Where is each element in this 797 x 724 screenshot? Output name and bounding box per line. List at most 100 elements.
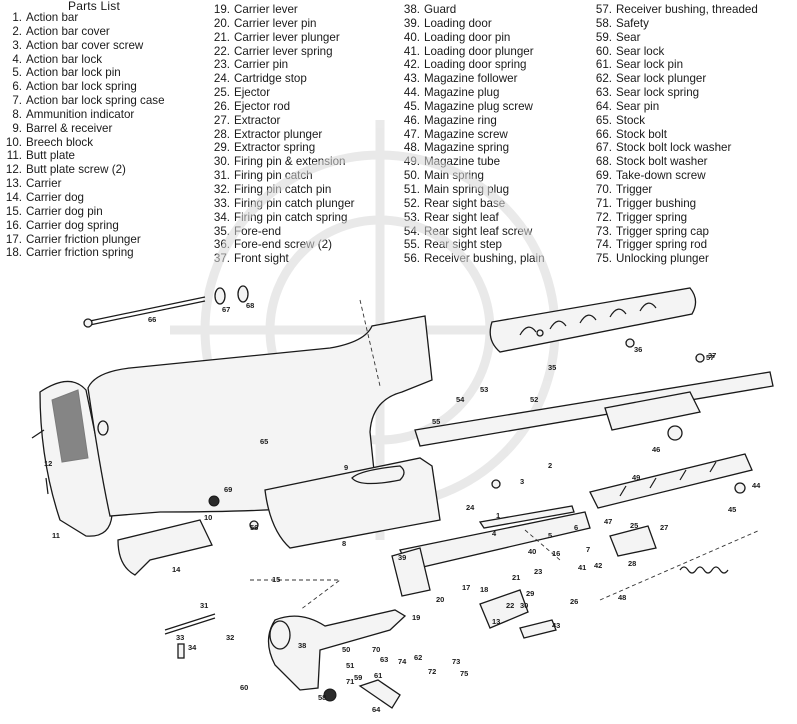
parts-list-item: 45.Magazine plug screw <box>396 100 545 114</box>
part-number: 58. <box>595 16 612 30</box>
part-name: Sear lock plunger <box>616 72 707 86</box>
part-number: 61. <box>595 58 612 72</box>
part-name: Fore-end screw (2) <box>234 238 332 252</box>
callout-label: 12 <box>44 459 52 468</box>
part-name: Trigger <box>616 182 653 196</box>
parts-list-item: 16.Carrier dog spring <box>0 219 165 233</box>
part-name: Carrier dog <box>26 190 84 204</box>
part-name: Rear sight base <box>424 196 506 210</box>
part-name: Rear sight step <box>424 238 502 252</box>
parts-list-item: 2.Action bar cover <box>0 25 165 39</box>
part-name: Carrier lever <box>234 3 298 16</box>
callout-label: 51 <box>346 661 354 670</box>
butt-plate-part <box>31 380 113 537</box>
callout-label: 59 <box>354 673 362 682</box>
guard-assembly-part <box>267 609 407 709</box>
callout-label: 52 <box>530 395 538 404</box>
part-name: Front sight <box>234 252 289 266</box>
part-name: Loading door spring <box>424 58 527 72</box>
parts-list-item: 44.Magazine plug <box>396 86 545 100</box>
part-name: Sear lock <box>616 44 665 58</box>
callout-label: 64 <box>372 705 381 714</box>
parts-list-item: 61.Sear lock pin <box>588 58 758 72</box>
part-number: 59. <box>595 30 612 44</box>
part-name: Carrier friction plunger <box>26 232 141 246</box>
parts-list-title: Parts List <box>68 0 121 13</box>
callout-label: 49 <box>632 473 640 482</box>
callout-label: 8 <box>342 539 346 548</box>
part-number: 44. <box>403 86 420 100</box>
part-number: 2. <box>12 24 22 38</box>
part-name: Breech block <box>26 135 94 149</box>
parts-list-item: 53.Rear sight leaf <box>396 211 545 225</box>
part-number: 13. <box>5 177 22 191</box>
part-name: Stock <box>616 113 645 127</box>
part-number: 48. <box>403 141 420 155</box>
parts-list-item: 10.Breech block <box>0 136 165 150</box>
part-name: Loading door plunger <box>424 44 534 58</box>
callout-label: 70 <box>372 645 380 654</box>
callout-label: 74 <box>398 657 407 666</box>
part-number: 22. <box>213 44 230 58</box>
part-number: 47. <box>403 127 420 141</box>
part-name: Butt plate <box>26 149 75 163</box>
callout-label: 42 <box>594 561 602 570</box>
part-name: Magazine tube <box>424 155 501 169</box>
part-name: Action bar <box>26 11 79 24</box>
callout-label: 6 <box>574 523 578 532</box>
part-name: Safety <box>616 16 649 30</box>
callout-label: 60 <box>240 683 248 692</box>
parts-list-item: 1.Action bar <box>0 11 165 25</box>
callout-label: 17 <box>462 583 470 592</box>
callout-label: 66 <box>148 315 156 324</box>
parts-list-item: 25.Ejector <box>206 86 355 100</box>
parts-list-item: 47.Magazine screw <box>396 128 545 142</box>
part-number: 53. <box>403 210 420 224</box>
parts-list-item: 56.Receiver bushing, plain <box>396 252 545 266</box>
parts-list-item: 29.Extractor spring <box>206 141 355 155</box>
callout-label: 68 <box>246 301 254 310</box>
parts-list-item: 74.Trigger spring rod <box>588 238 758 252</box>
parts-list-item: 66.Stock bolt <box>588 128 758 142</box>
parts-list-item: 68.Stock bolt washer <box>588 155 758 169</box>
part-number: 6. <box>12 80 22 94</box>
callout-label: 7 <box>586 545 590 554</box>
callout-label: 13 <box>492 617 500 626</box>
part-name: Stock bolt washer <box>616 155 708 169</box>
parts-list-item: 37.Front sight <box>206 252 355 266</box>
parts-list-item: 59.Sear <box>588 31 758 45</box>
part-number: 29. <box>213 141 230 155</box>
barrel-receiver-part <box>264 371 774 549</box>
callout-label: 2 <box>548 461 552 470</box>
part-number: 16. <box>5 218 22 232</box>
callout-label: 20 <box>436 595 444 604</box>
part-number: 40. <box>403 30 420 44</box>
parts-list-item: 11.Butt plate <box>0 149 165 163</box>
part-number: 33. <box>213 196 230 210</box>
part-number: 17. <box>5 232 22 246</box>
parts-list-item: 6.Action bar lock spring <box>0 80 165 94</box>
part-name: Magazine plug screw <box>424 99 533 113</box>
parts-list-item: 8.Ammunition indicator <box>0 108 165 122</box>
part-number: 9. <box>12 121 22 135</box>
part-name: Receiver bushing, threaded <box>616 3 758 16</box>
part-name: Firing pin & extension <box>234 155 346 169</box>
callout-label: 36 <box>634 345 642 354</box>
part-name: Extractor plunger <box>234 127 323 141</box>
parts-list-item: 30.Firing pin & extension <box>206 155 355 169</box>
part-name: Loading door <box>424 16 492 30</box>
parts-list-item: 24.Cartridge stop <box>206 72 355 86</box>
part-number: 5. <box>12 66 22 80</box>
parts-list-item: 34.Firing pin catch spring <box>206 211 355 225</box>
parts-list-item: 27.Extractor <box>206 114 355 128</box>
parts-list-item: 41.Loading door plunger <box>396 45 545 59</box>
callout-label: 14 <box>172 565 181 574</box>
part-name: Firing pin catch plunger <box>234 196 355 210</box>
stock-part <box>87 315 433 517</box>
part-number: 27. <box>213 113 230 127</box>
part-number: 18. <box>5 246 22 260</box>
callout-label: 55 <box>432 417 440 426</box>
part-name: Carrier friction spring <box>26 246 134 260</box>
part-number: 55. <box>403 238 420 252</box>
